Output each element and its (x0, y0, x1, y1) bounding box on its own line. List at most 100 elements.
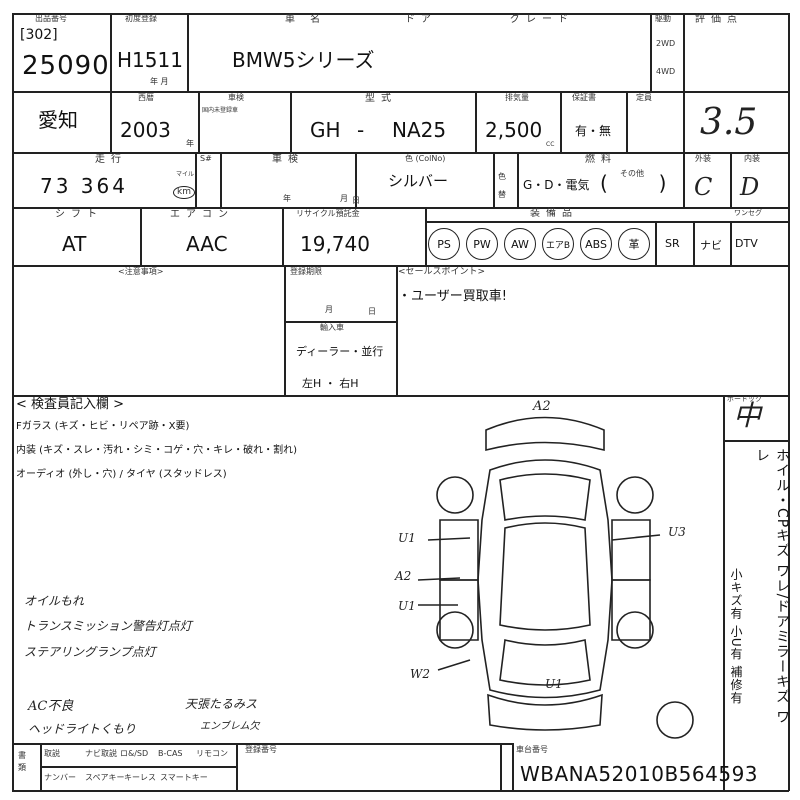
model-prefix: GH (310, 118, 341, 142)
equip-pw: PW (466, 228, 498, 260)
doc-keyless: キーレス (124, 773, 156, 782)
shaken-month: 月 (340, 194, 348, 203)
lot-code: [302] (20, 27, 58, 43)
vin-label: 車台番号 (516, 745, 548, 754)
trunk-shape (499, 639, 591, 686)
damage-mark-left-front: U1 (398, 531, 416, 545)
equip-abs: ABS (580, 228, 612, 260)
shaken-year: 年 (283, 194, 291, 203)
hand-note-ac: AC不良 (28, 699, 74, 714)
fuel-other: その他 (620, 169, 644, 178)
recycle-label: リサイクル預託金 (296, 209, 360, 218)
sales-point: ・ユーザー買取車! (398, 289, 507, 304)
s-label: S# (200, 154, 212, 163)
hand-note-steering: ステアリングランプ点灯 (24, 645, 156, 659)
model-label: 型式 (365, 93, 397, 104)
damage-mark-front: A2 (533, 399, 551, 414)
displacement-unit: CC (546, 141, 555, 148)
docs-label: 書類 (18, 751, 26, 772)
import-label: 輸入車 (320, 323, 344, 332)
fuel-options: G・D・電気 (523, 178, 590, 192)
doc-number: ナンバー (44, 773, 76, 782)
inspector-title: < 検査員記入欄 > (16, 397, 125, 412)
first-reg-sub: 年 月 (150, 77, 169, 86)
doc-bcas: B-CAS (158, 749, 183, 758)
hood-shape (499, 473, 591, 521)
shift-value: AT (62, 232, 87, 256)
one-seg-label: ワンセグ (734, 209, 762, 217)
car-name-value: BMW5シリーズ (232, 48, 375, 72)
equip-sr: SR (665, 237, 680, 250)
rear-bumper-shape (487, 693, 603, 731)
damage-legend: ホイル・CPキズ ワレ/ドアミラーキズ ワレ (754, 448, 790, 725)
warranty-label: 保証書 (572, 93, 596, 102)
doc-smart-key: スマートキー (160, 773, 208, 782)
first-reg-value: H1511 (117, 48, 183, 72)
color-change-label: 色替 (498, 172, 506, 199)
import-dealer: ディーラー・並行 (296, 345, 384, 358)
registration-label: 登録期限 (290, 267, 322, 276)
shaken-day: 日 (352, 196, 360, 205)
score-label: 評価点 (695, 14, 743, 25)
front-right-wheel (616, 476, 654, 514)
marker-line-u3 (611, 534, 661, 541)
plate-label: 登録番号 (245, 745, 277, 754)
inspector-audio: オーディオ (外し・穴) / タイヤ (スタッドレス) (16, 469, 227, 480)
interior-label: 内装 (744, 154, 760, 163)
year-value: 2003 (120, 118, 171, 142)
lot-number: 25090 (22, 51, 110, 81)
shift-label: シフト (55, 209, 103, 220)
grade-label: グレード (510, 14, 574, 25)
exterior-value: C (694, 173, 713, 201)
door-label: ドア (405, 14, 437, 25)
displacement-value: 2,500 (485, 118, 543, 142)
doc-navi-manual: ナビ取説 (85, 749, 117, 758)
mileage-unit-km: km (173, 186, 195, 199)
equip-aw: AW (504, 228, 536, 260)
hand-note-emblem: エンブレム欠 (200, 721, 260, 732)
car-body-shape (477, 459, 613, 699)
inspection-note: 国内未登録車 (202, 107, 239, 114)
drive-2wd: 2WD (656, 39, 676, 48)
lot-label: 出品番号 (35, 14, 67, 23)
color-value: シルバー (388, 172, 449, 190)
shaken-label: 車検 (272, 154, 304, 165)
sign-label: ボードック (727, 395, 762, 403)
mileage-unit-mile: マイル (176, 171, 195, 178)
equip-navi: ナビ (700, 239, 722, 252)
inspector-interior: 内装 (キズ・スレ・汚れ・シミ・コゲ・穴・キレ・破れ・割れ) (16, 445, 297, 456)
damage-mark-right: U3 (668, 525, 686, 539)
registration-day: 日 (368, 307, 376, 316)
doc-sd: ロ&/SD (120, 749, 149, 758)
registration-month: 月 (325, 305, 333, 314)
equip-dtv: DTV (735, 237, 758, 250)
fuel-label: 燃料 (585, 154, 617, 165)
rear-right-wheel (616, 611, 654, 649)
inspector-sign: 中 (733, 399, 762, 432)
first-reg-label: 初度登録 (125, 14, 157, 23)
front-left-wheel (436, 476, 474, 514)
damage-legend-sub: 小キズ有 小U有 補修有 (729, 568, 743, 705)
spare-wheel (656, 701, 694, 739)
damage-mark-rear-left: W2 (410, 667, 430, 681)
vin-value: WBANA52010B564593 (520, 762, 759, 786)
hand-note-headliner: 天張たるみス (185, 697, 258, 711)
equip-airbag: エアB (542, 228, 574, 260)
recycle-value: 19,740 (300, 232, 370, 256)
equip-ps: PS (428, 228, 460, 260)
inspection-label: 車検 (228, 93, 244, 102)
inspector-glass: Fガラス (キズ・ヒビ・リペア跡・X要) (16, 421, 190, 432)
score-value: 3.5 (700, 102, 758, 143)
mileage-value: 73 364 (40, 174, 128, 198)
drive-label: 駆動 (655, 14, 671, 23)
car-name-label: 車 名 (285, 14, 327, 25)
year-label: 西暦 (138, 93, 154, 102)
hand-note-oil: オイルもれ (24, 594, 85, 608)
damage-mark-left-rear: U1 (398, 599, 416, 613)
marker-line-w2 (437, 659, 471, 671)
displacement-label: 排気量 (505, 93, 529, 102)
ac-value: AAC (186, 232, 228, 256)
exterior-label: 外装 (695, 154, 711, 163)
model-code: NA25 (392, 118, 447, 142)
